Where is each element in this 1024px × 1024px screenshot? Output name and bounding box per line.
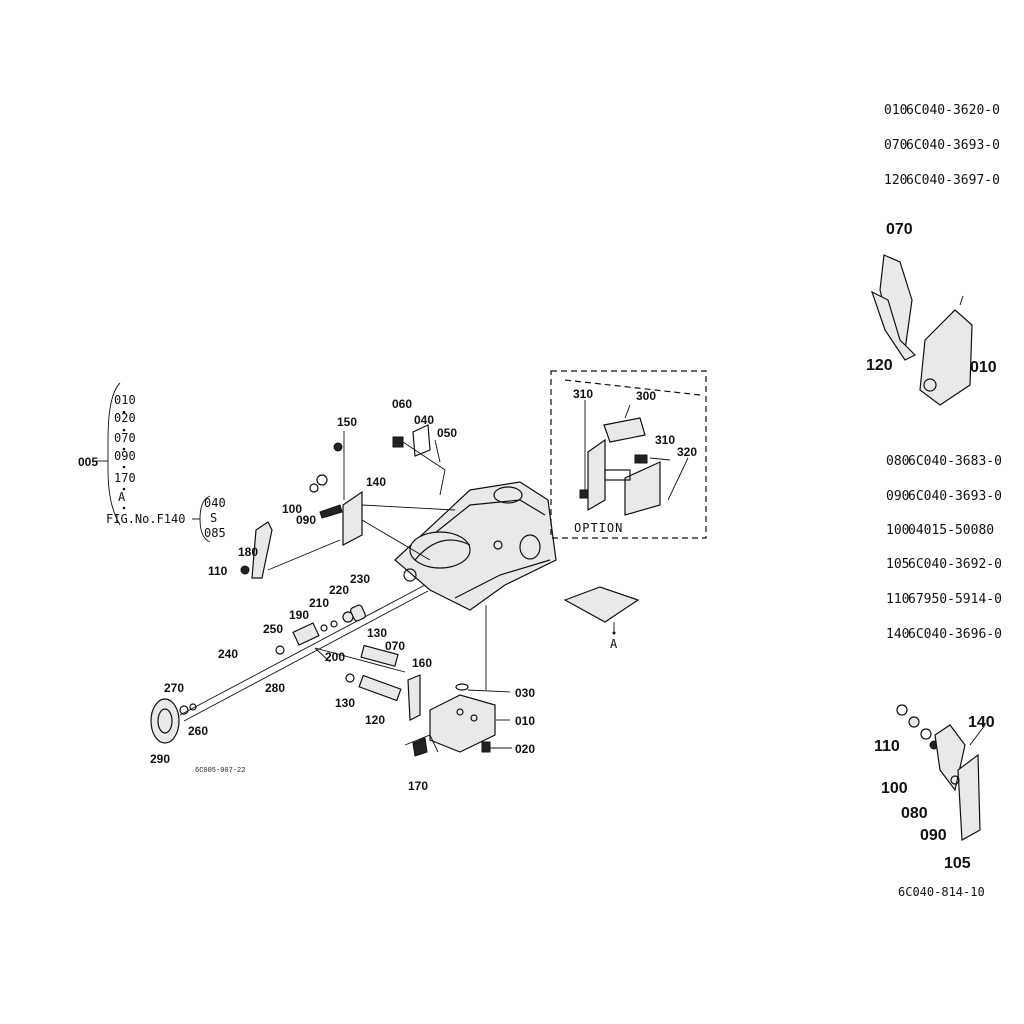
list-item-090: 090 — [114, 449, 136, 463]
ref1-part: 6C040-3693-0 — [906, 138, 1000, 153]
callout-310-left: 310 — [573, 387, 593, 401]
upper-linkage: 150 060 040 050 140 100 090 — [282, 397, 457, 561]
callout-020: 020 — [515, 742, 535, 756]
list-item-070: 070 — [114, 431, 136, 445]
callout-130-top: 130 — [367, 626, 387, 640]
ref1-num: 070 — [884, 138, 907, 153]
assembly-list: 005 010 020 070 090 170 A FIG.No.F140 04… — [78, 382, 226, 543]
callout-060: 060 — [392, 397, 412, 411]
callout-150: 150 — [337, 415, 357, 429]
fig-range-to: 085 — [204, 526, 226, 540]
ref2-num: 100 — [886, 523, 909, 538]
ref2-num: 110 — [886, 592, 909, 607]
fig-range-from: 040 — [204, 496, 226, 510]
detail2-label-140: 140 — [968, 714, 995, 731]
reference-table-1: 010 6C040-3620-0 070 6C040-3693-0 120 6C… — [884, 103, 1000, 188]
list-item-170: 170 — [114, 471, 136, 485]
detail1-label-070: 070 — [886, 221, 913, 238]
detail2-label-080: 080 — [901, 805, 928, 822]
callout-160: 160 — [412, 656, 432, 670]
ref2-part: 6C040-3693-0 — [908, 489, 1002, 504]
ref1-num: 010 — [884, 103, 907, 118]
part-a-plate: A — [563, 586, 640, 651]
callout-005: 005 — [78, 455, 98, 469]
callout-070: 070 — [385, 639, 405, 653]
callout-110: 110 — [208, 564, 228, 578]
detail1-label-120: 120 — [866, 357, 893, 374]
option-box: 310 300 310 320 OPTION — [550, 370, 707, 539]
fig-range-symbol: S — [210, 511, 217, 525]
list-item-A: A — [118, 490, 126, 504]
reference-table-2: 080 6C040-3683-0 090 6C040-3693-0 100 04… — [886, 454, 1002, 642]
detail2-label-100: 100 — [881, 780, 908, 797]
callout-200: 200 — [325, 650, 345, 664]
callout-240: 240 — [218, 647, 238, 661]
callout-010: 010 — [515, 714, 535, 728]
callout-130-bottom: 130 — [335, 696, 355, 710]
callout-290: 290 — [150, 752, 170, 766]
main-housing — [394, 481, 557, 611]
detail1-label-010: 010 — [970, 359, 997, 376]
callout-050: 050 — [437, 426, 457, 440]
callout-220: 220 — [329, 583, 349, 597]
shaft-assembly: 240 250 280 190 210 220 230 200 270 260 … — [150, 572, 429, 775]
ref2-part: 67950-5914-0 — [908, 592, 1002, 607]
detail-view-2: 110 100 080 090 105 140 — [874, 704, 995, 872]
ref2-num: 090 — [886, 489, 909, 504]
detail2-label-090: 090 — [920, 827, 947, 844]
ref1-part: 6C040-3620-0 — [906, 103, 1000, 118]
drawing-code: 6C005-007-22 — [195, 767, 245, 775]
ref2-part: 6C040-3683-0 — [908, 454, 1002, 469]
callout-210: 210 — [309, 596, 329, 610]
valve-block: 130 070 160 130 120 030 010 020 170 — [314, 605, 535, 793]
ref2-part: 04015-50080 — [908, 523, 994, 538]
callout-140: 140 — [366, 475, 386, 489]
callout-120: 120 — [365, 713, 385, 727]
callout-300: 300 — [636, 389, 656, 403]
ref2-num: 080 — [886, 454, 909, 469]
callout-250: 250 — [263, 622, 283, 636]
detail-view-1: 070 120 010 — [866, 221, 997, 406]
callout-320: 320 — [677, 445, 697, 459]
fig-reference: FIG.No.F140 — [106, 512, 185, 526]
callout-180: 180 — [238, 545, 258, 559]
ref2-num: 105 — [886, 557, 909, 572]
ref1-num: 120 — [884, 173, 907, 188]
callout-100: 100 — [282, 502, 302, 516]
callout-260: 260 — [188, 724, 208, 738]
ref2-part: 6C040-3696-0 — [908, 627, 1002, 642]
callout-280: 280 — [265, 681, 285, 695]
callout-170: 170 — [408, 779, 428, 793]
lever-assembly: 180 110 — [208, 521, 341, 579]
callout-310-right: 310 — [655, 433, 675, 447]
callout-A: A — [610, 637, 618, 651]
ref2-num: 140 — [886, 627, 909, 642]
list-item-020: 020 — [114, 411, 136, 425]
callout-270: 270 — [164, 681, 184, 695]
ref1-part: 6C040-3697-0 — [906, 173, 1000, 188]
callout-190: 190 — [289, 608, 309, 622]
callout-230: 230 — [350, 572, 370, 586]
callout-090: 090 — [296, 513, 316, 527]
footer-code: 6C040-814-10 — [898, 885, 985, 899]
detail2-label-105: 105 — [944, 855, 971, 872]
detail2-label-110: 110 — [874, 738, 900, 755]
option-label: OPTION — [574, 521, 623, 535]
callout-030: 030 — [515, 686, 535, 700]
ref2-part: 6C040-3692-0 — [908, 557, 1002, 572]
callout-040: 040 — [414, 413, 434, 427]
list-item-010: 010 — [114, 393, 136, 407]
